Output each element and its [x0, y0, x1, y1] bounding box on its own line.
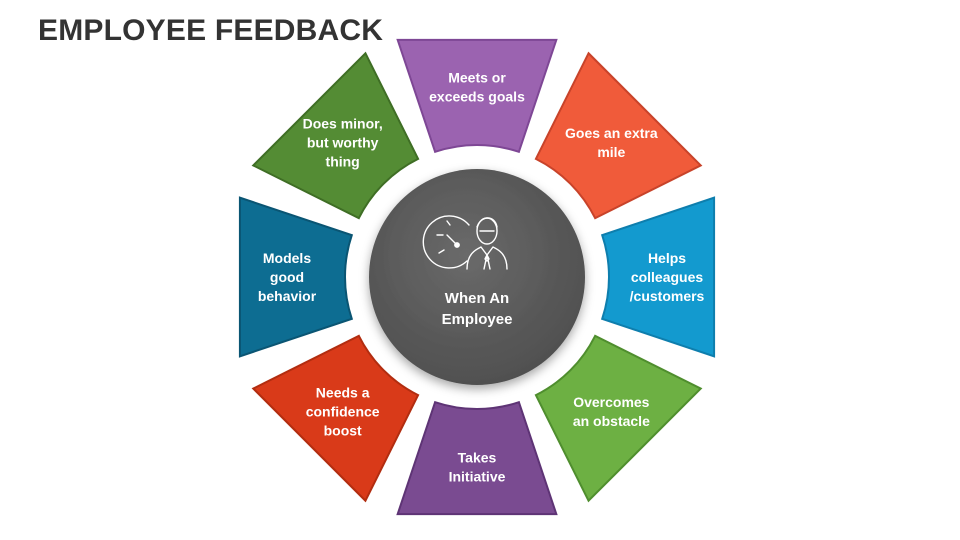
segment-shape-bottom [396, 400, 558, 516]
segment-label-line: Needs a [316, 384, 370, 400]
segment-shape-bottom-left [251, 334, 420, 503]
center-hub: When An Employee [369, 169, 585, 385]
segment-label-line: Helps [648, 250, 686, 266]
segment-top-left: Does minor, but worthy thing [251, 51, 420, 220]
segment-label-line: good [270, 269, 304, 285]
segment-label-line: but worthy [307, 135, 379, 151]
segment-shape-top-right [534, 51, 703, 220]
segment-shape-top [396, 38, 558, 154]
segment-right: Helps colleagues/customers [600, 196, 716, 358]
segment-label-line: colleagues [631, 269, 704, 285]
segment-label-right: Helps colleagues/customers [630, 250, 705, 304]
segment-label-line: Models [263, 250, 311, 266]
segment-label-line: Goes an extra [565, 125, 658, 141]
segment-label-bottom-left: Needs a confidence boost [306, 384, 380, 438]
segment-label-top-left: Does minor, but worthy thing [303, 116, 383, 170]
segment-shape-left [238, 196, 354, 358]
segment-label-line: boost [324, 422, 362, 438]
page-title: EMPLOYEE FEEDBACK [38, 14, 384, 47]
segment-label-line: Initiative [449, 469, 506, 485]
segment-label-line: thing [326, 154, 360, 170]
segment-shape-bottom-right [534, 334, 703, 503]
segment-label-line: exceeds goals [429, 89, 525, 105]
segment-shape-right [600, 196, 716, 358]
segment-label-line: confidence [306, 403, 380, 419]
segment-label-top: Meets or exceeds goals [429, 70, 525, 105]
segment-label-line: an obstacle [573, 413, 650, 429]
segment-label-line: behavior [258, 288, 317, 304]
segment-label-left: Models good behavior [258, 250, 317, 304]
segment-top: Meets or exceeds goals [396, 38, 558, 154]
center-label: When An Employee [442, 290, 513, 328]
segment-label-line: Meets or [448, 70, 506, 86]
segment-shape-top-left [251, 51, 420, 220]
segment-label-line: /customers [630, 288, 705, 304]
center-label-line: When An [445, 290, 509, 307]
center-label-line: Employee [442, 311, 513, 328]
segment-label-line: Overcomes [573, 394, 649, 410]
employee-clock-icon [422, 215, 508, 270]
hub-circle [369, 169, 585, 385]
segment-label-line: Takes [458, 450, 497, 466]
segment-bottom-right: Overcomes an obstacle [534, 334, 703, 503]
segment-label-bottom-right: Overcomes an obstacle [573, 394, 650, 429]
segment-bottom-left: Needs a confidence boost [251, 334, 420, 503]
segment-left: Models good behavior [238, 196, 354, 358]
segment-label-line: mile [597, 144, 625, 160]
segment-label-line: Does minor, [303, 116, 383, 132]
segment-label-top-right: Goes an extra mile [565, 125, 658, 160]
segment-top-right: Goes an extra mile [534, 51, 703, 220]
